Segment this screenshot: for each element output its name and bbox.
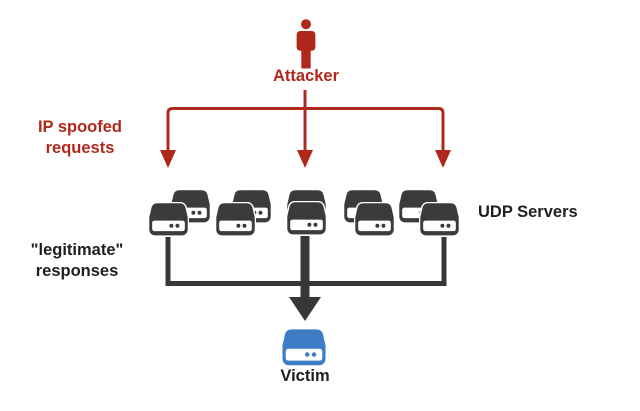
- ip-spoofed-line1: IP spoofed: [37, 118, 123, 136]
- udp-server-icon: [354, 202, 395, 236]
- udp-server-icon: [148, 202, 189, 236]
- victim-label-text: Victim: [280, 367, 330, 385]
- attacker-person-icon: [296, 19, 316, 69]
- attacker-label: Attacker: [246, 66, 366, 87]
- udp-server-group-4: [343, 189, 405, 237]
- ip-spoofed-line2: requests: [45, 139, 115, 157]
- udp-servers-label-text: UDP Servers: [478, 203, 578, 221]
- udp-server-group-1: [148, 189, 211, 237]
- udp-server-icon: [215, 202, 256, 236]
- udp-server-icon: [286, 201, 327, 235]
- victim-label: Victim: [255, 366, 355, 387]
- spoofed-request-arrowheads: [160, 150, 451, 168]
- udp-server-group-2: [215, 189, 277, 237]
- legitimate-responses-label: "legitimate" responses: [14, 240, 140, 282]
- spoofed-request-arrows: [166, 90, 445, 151]
- ip-spoofed-requests-label: IP spoofed requests: [18, 117, 142, 159]
- request-arrowhead-right: [435, 150, 451, 168]
- request-arrowhead-left: [160, 150, 176, 168]
- udp-server-icon: [419, 202, 460, 236]
- udp-server-group-3: [283, 189, 345, 237]
- response-arrowhead: [289, 297, 321, 321]
- legitimate-line2: responses: [35, 262, 119, 280]
- request-arrowhead-center: [297, 150, 313, 168]
- victim-server-icon: [281, 328, 327, 366]
- response-collector-lines: [165, 236, 447, 299]
- attacker-label-text: Attacker: [272, 67, 340, 85]
- legitimate-line1: "legitimate": [30, 241, 124, 259]
- udp-servers-label: UDP Servers: [478, 202, 608, 223]
- udp-server-group-5: [398, 189, 460, 237]
